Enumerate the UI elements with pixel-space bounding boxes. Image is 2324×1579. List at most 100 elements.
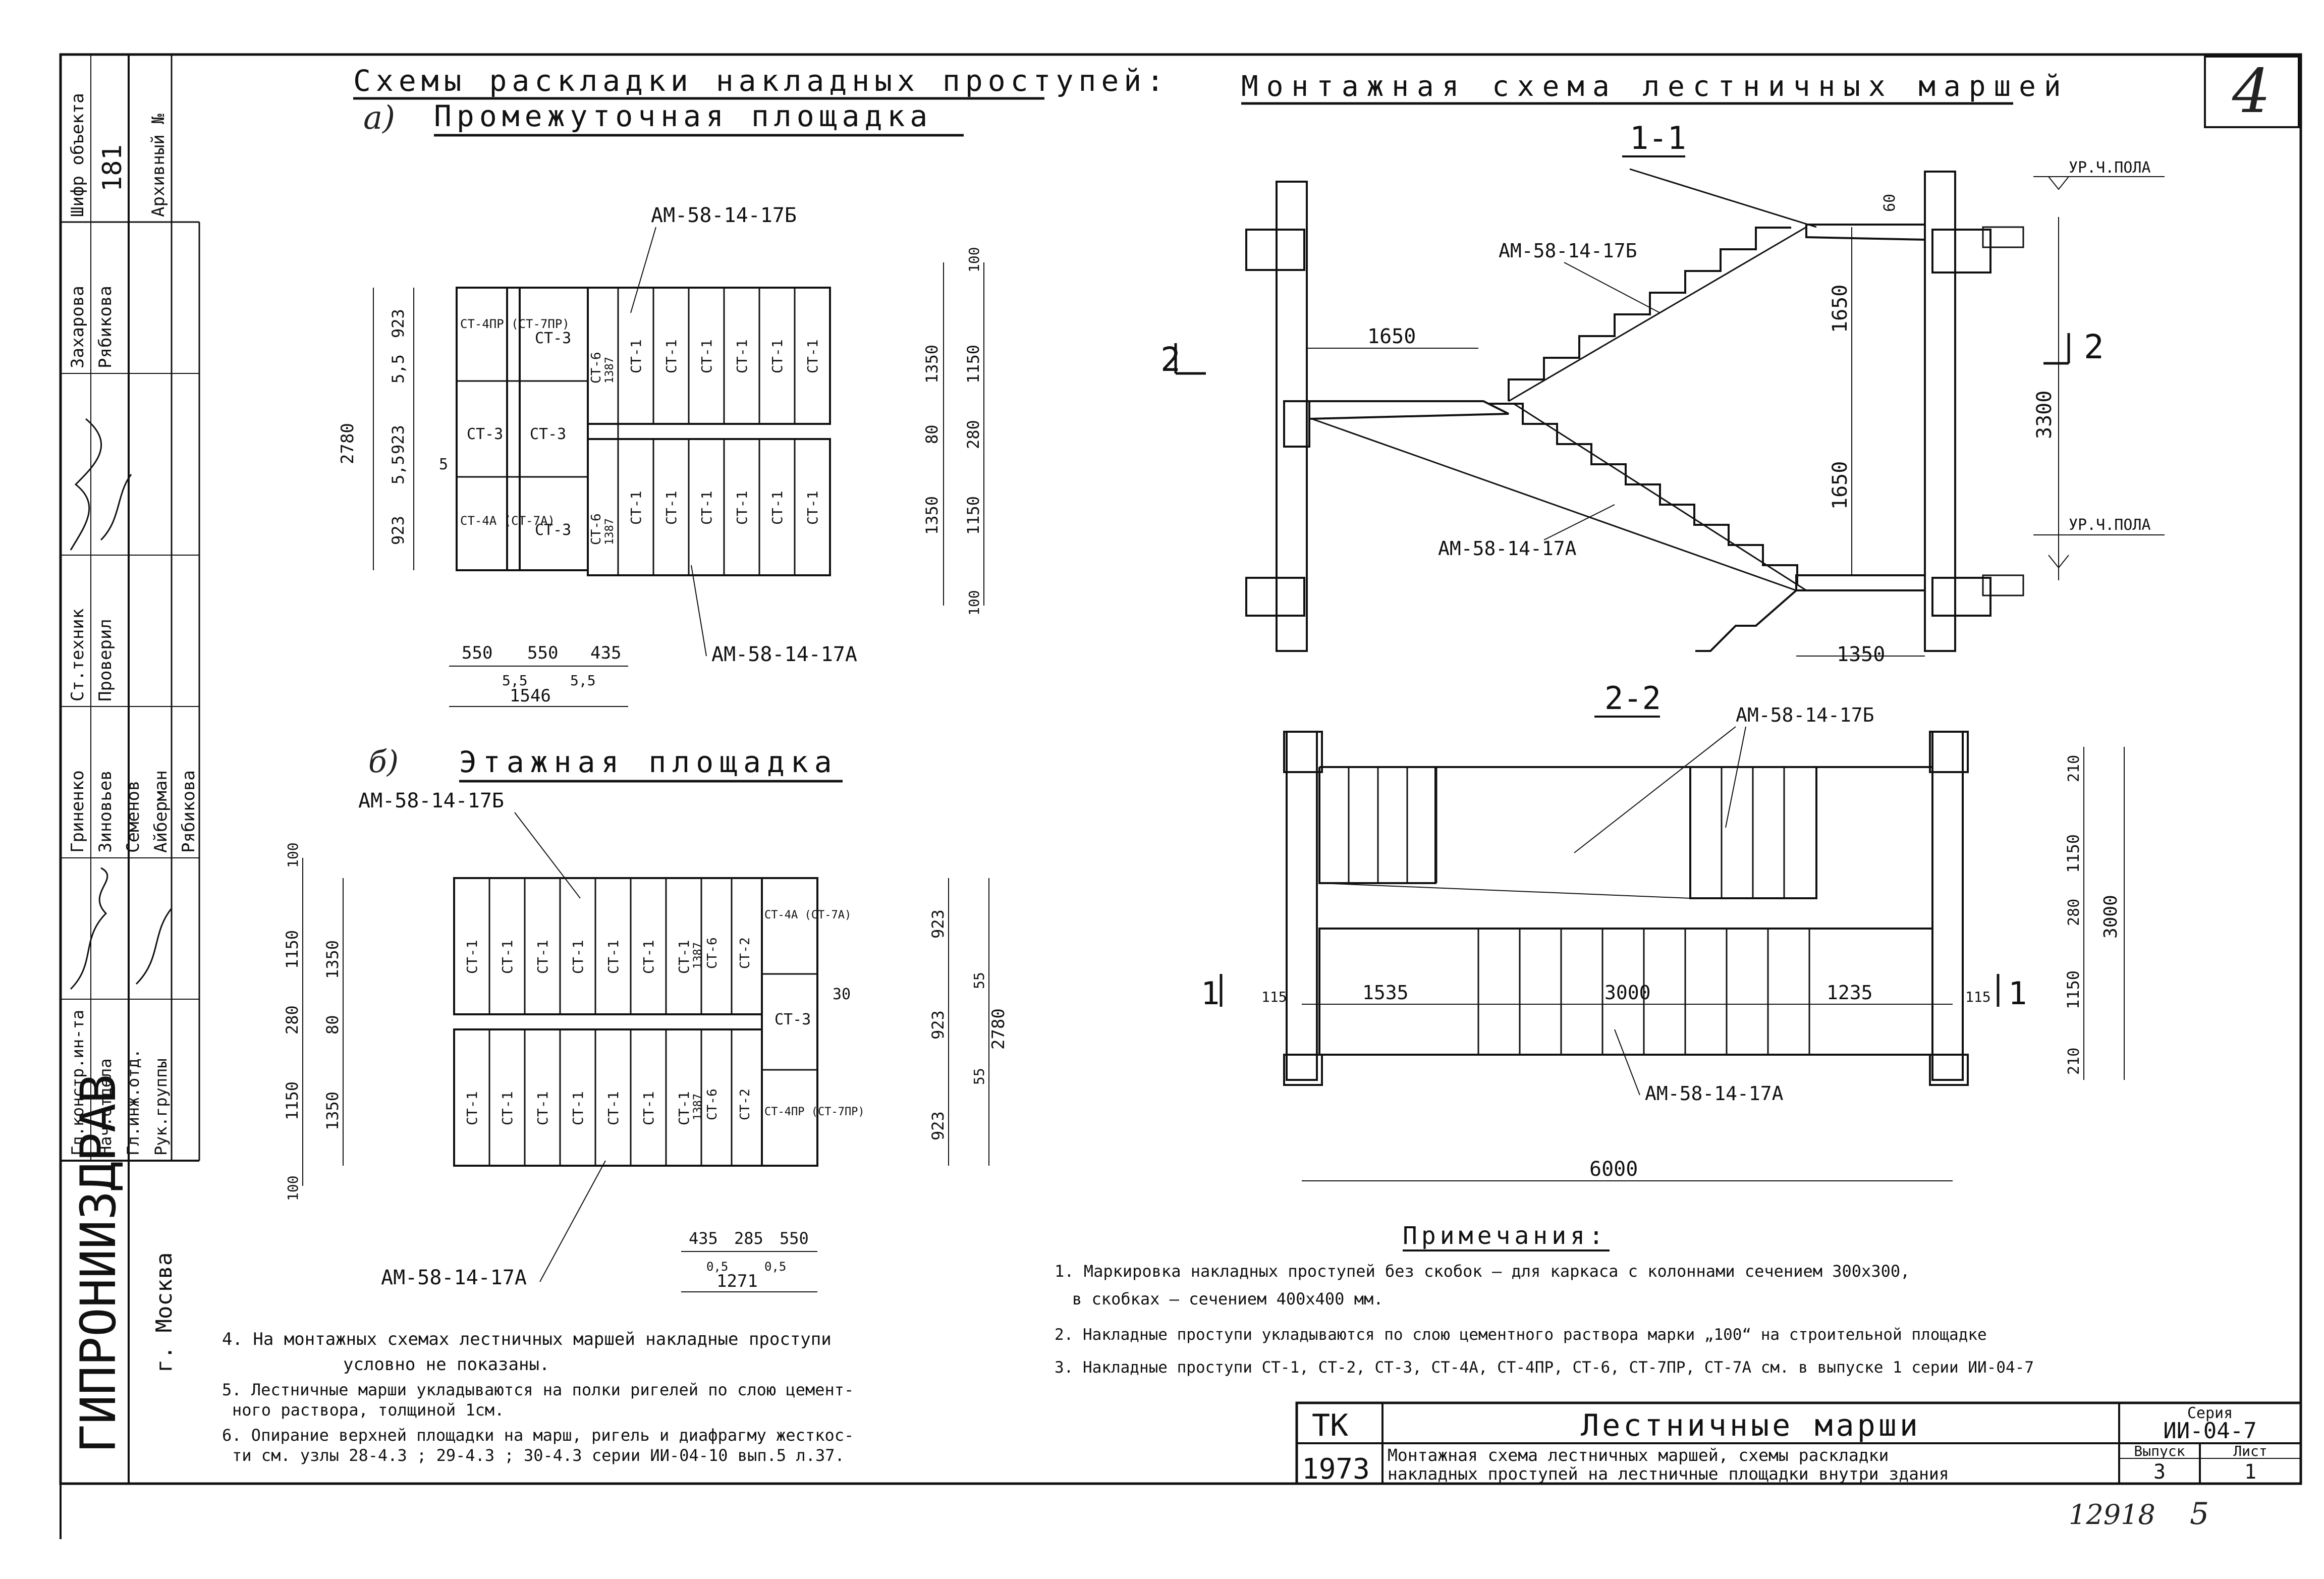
- tb-issue-label: Выпуск: [2134, 1443, 2185, 1459]
- plan-b-tread-bot: СТ-1: [605, 1092, 622, 1125]
- role-3: Гл.инж.отд.: [124, 1049, 143, 1156]
- sub-b-title: Этажная площадка: [459, 745, 838, 779]
- plan-b-rdim-1: 923: [928, 909, 948, 939]
- plan-b-tread-top: СТ-1: [534, 940, 551, 974]
- plan-b-bdim-3: 550: [780, 1229, 809, 1248]
- floor-level-top: УР.Ч.ПОЛА: [2069, 159, 2151, 177]
- notes-left: 4. На монтажных схемах лестничных маршей…: [222, 1329, 854, 1465]
- tb-tk: ТК: [1312, 1408, 1348, 1443]
- stamp-number: 12918: [2069, 1499, 2155, 1531]
- sub-a-title: Промежуточная площадка: [434, 99, 932, 133]
- note-left-6a: 6. Опирание верхней площадки на марш, ри…: [222, 1426, 854, 1445]
- sec22-dim-mid: 3000: [1604, 982, 1651, 1004]
- sec22-dim-right: 1235: [1827, 982, 1873, 1004]
- cell-a4: СТ-3: [530, 425, 566, 443]
- sec22-dim-total: 6000: [1589, 1158, 1638, 1181]
- sec22-label-a: АМ-58-14-17А: [1645, 1082, 1784, 1105]
- sec22-rdim-2: 1150: [2064, 834, 2083, 873]
- plan-b-l2dim-3: 1350: [323, 1092, 342, 1130]
- notes-title: Примечания:: [1403, 1222, 1608, 1250]
- plan-a-dim-total: 2780: [338, 423, 358, 464]
- plan-b-l2dim-2: 80: [323, 1015, 342, 1034]
- plan-a-st6-top: СТ-6: [589, 352, 604, 384]
- plan-b-st6-top: СТ-6: [705, 937, 720, 969]
- note-right-1a: 1. Маркировка накладных проступей без ск…: [1055, 1262, 1910, 1281]
- plan-b-tread-bot: СТ-1: [570, 1092, 586, 1125]
- plan-b-tread-bot: СТ-1: [499, 1092, 516, 1125]
- plan-a-rdim-1: 1350: [922, 345, 942, 384]
- plan-b-ldim-1: 100: [285, 842, 301, 868]
- plan-a-label-b: АМ-58-14-17Б: [651, 204, 797, 227]
- plan-b-ldim-2: 1150: [283, 930, 302, 969]
- cut-mark-right: 2: [2084, 328, 2104, 366]
- plan-a-tread-top: СТ-1: [663, 340, 680, 373]
- plan-a: СТ-4ПР (СТ-7ПР) СТ-3 СТ-3 СТ-3 СТ-4А (СТ…: [338, 204, 984, 707]
- sec22-dim-left: 1535: [1362, 982, 1409, 1004]
- right-section-title: Монтажная схема лестничных маршей: [1241, 70, 2069, 103]
- tb-sheet: 1: [2244, 1460, 2256, 1484]
- plan-b-bdim-s2: 0,5: [764, 1260, 786, 1274]
- sheet-number-box: 4: [2204, 56, 2300, 128]
- plan-b-st2-top: СТ-2: [738, 937, 753, 969]
- plan-b-cell-2: СТ-3: [774, 1011, 811, 1028]
- sec22-rdim-3: 280: [2065, 899, 2083, 926]
- title-block: ТК 1973 Лестничные марши Монтажная схема…: [1295, 1401, 2302, 1486]
- plan-b-st6-num-top: 1387: [692, 942, 704, 969]
- role-2: Нач.отдела: [96, 1058, 115, 1156]
- plan-a-bdim-3: 435: [590, 643, 621, 663]
- archive-label: Архивный №: [148, 114, 169, 217]
- section-22-label: 2-2: [1604, 680, 1661, 717]
- tb-issue: 3: [2153, 1460, 2166, 1484]
- plan-b-st2-bot: СТ-2: [738, 1088, 753, 1120]
- sec22-rdim-4: 1150: [2064, 970, 2083, 1009]
- plan-a-tread-bot: СТ-1: [734, 491, 750, 525]
- note-left-4b: условно не показаны.: [343, 1354, 549, 1375]
- sub-b-marker: б): [368, 744, 399, 780]
- plan-b-tread-bot: СТ-1: [534, 1092, 551, 1125]
- plan-a-bdim-s1: 5,5: [502, 672, 528, 689]
- sec11-label-a: АМ-58-14-17А: [1438, 537, 1577, 560]
- plan-a-st6-num-top: 1387: [603, 357, 616, 384]
- note-left-5a: 5. Лестничные марши укладываются на полк…: [222, 1380, 854, 1399]
- plan-b-cell-1: СТ-4А (СТ-7А): [764, 909, 851, 921]
- plan-b-tread-top: СТ-1: [676, 940, 692, 974]
- tb-series: ИИ-04-7: [2163, 1418, 2256, 1444]
- upper-left-risers: [1348, 767, 1437, 883]
- org-name: ГИПРОНИИЗДРАВ: [70, 1074, 127, 1453]
- cut-mark-left-1: 1: [1201, 975, 1220, 1012]
- plan-b-ldim-3: 280: [283, 1005, 302, 1034]
- plan-a-rdim-2: 80: [922, 424, 942, 444]
- sec11-dim-4: 1350: [1837, 643, 1885, 666]
- cell-a5: СТ-4А (СТ-7А): [460, 514, 555, 528]
- plan-b-rdim-total: 2780: [988, 1008, 1009, 1050]
- sec11-dim-3: 1650: [1829, 461, 1852, 510]
- role-name-3: Семенов: [123, 781, 143, 853]
- plan-b-dim-30: 30: [833, 986, 851, 1003]
- role-name-4: Айберман: [151, 770, 171, 853]
- plan-a-r2dim-3: 280: [964, 420, 983, 449]
- plan-b-label-b: АМ-58-14-17Б: [358, 789, 504, 812]
- plan-a-tread-bot: СТ-1: [804, 491, 821, 525]
- plan-a-tread-bot: СТ-1: [663, 491, 680, 525]
- plan-a-bdim-1: 550: [462, 643, 492, 663]
- cell-a3: СТ-3: [467, 425, 503, 443]
- plan-a-tread-top: СТ-1: [628, 340, 644, 373]
- role-name-5: Рябикова: [179, 770, 199, 853]
- left-section-title: Схемы раскладки накладных проступей:: [353, 64, 1169, 98]
- tb-subtitle-1: Монтажная схема лестничных маршей, схемы…: [1388, 1445, 1889, 1465]
- plan-a-dim-5: 923: [389, 516, 408, 545]
- plan-b-tread-bot: СТ-1: [640, 1092, 657, 1125]
- lower-flight-steps: [1488, 403, 1798, 585]
- plan-a-dim-5mm: 5: [439, 456, 448, 473]
- cut-mark-right-1: 1: [2008, 975, 2027, 1012]
- plan-a-tread-top: СТ-1: [734, 340, 750, 373]
- signature-2: [70, 867, 173, 990]
- role-4: Рук.группы: [151, 1058, 171, 1156]
- lower-risers: [1477, 929, 1810, 1055]
- plan-a-r2dim-4: 1150: [964, 496, 983, 535]
- tech-label: Ст.техник: [68, 609, 88, 701]
- sec22-dim-side-l: 115: [1261, 989, 1287, 1005]
- plan-a-dim-1: 923: [389, 309, 408, 338]
- plan-b-ldim-5: 100: [285, 1175, 301, 1201]
